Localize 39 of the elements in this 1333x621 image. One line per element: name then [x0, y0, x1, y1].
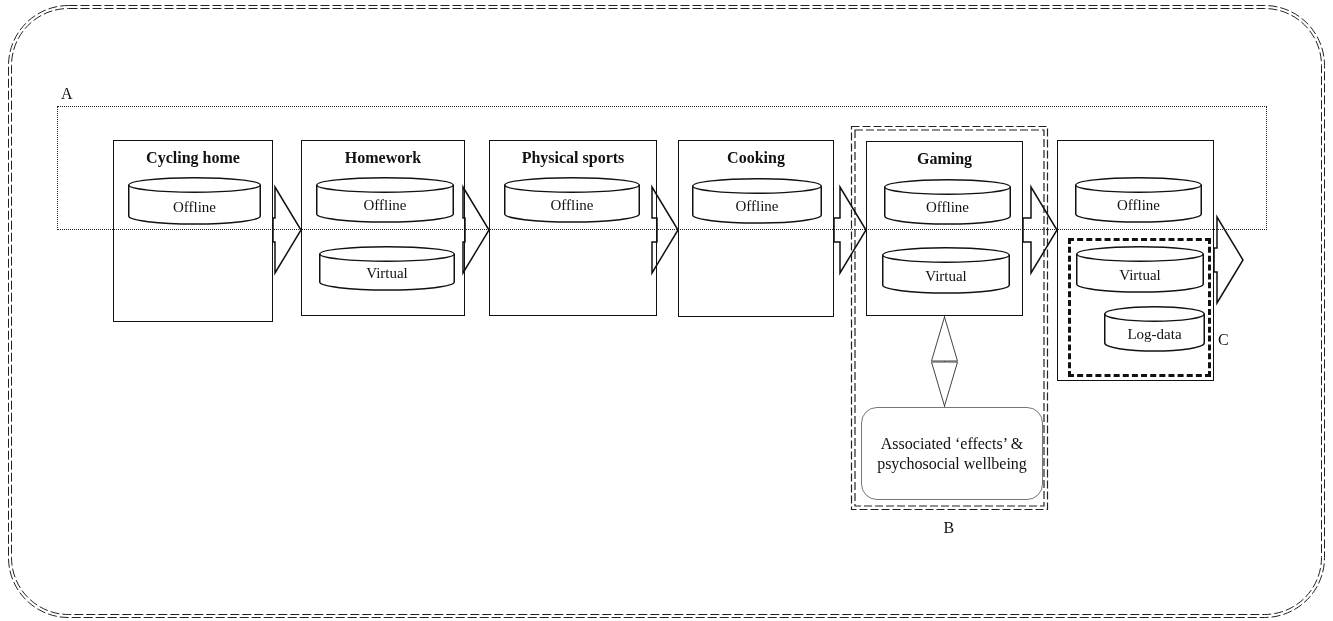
region-label: A — [61, 86, 73, 102]
cylinder-label: Offline — [549, 197, 595, 214]
region-label: C — [1218, 332, 1229, 348]
region-label: B — [943, 520, 955, 536]
database-cylinder — [1104, 306, 1205, 351]
activity-title: Cooking — [726, 149, 786, 167]
activity-box — [489, 140, 657, 316]
rounded-box: Associated ‘effects’ & psychosocial wellbeing — [861, 407, 1043, 500]
cylinder-label: Virtual — [365, 265, 409, 282]
database-cylinder — [504, 177, 640, 222]
block-arrow — [651, 184, 679, 276]
database-cylinder — [884, 179, 1011, 224]
cylinder-label: Virtual — [1118, 267, 1162, 284]
cylinder-label: Offline — [1115, 197, 1161, 214]
block-arrow — [1022, 184, 1058, 276]
cylinder-label: Offline — [924, 199, 970, 216]
block-arrow — [462, 184, 490, 276]
database-cylinder — [1075, 177, 1202, 222]
block-arrow — [272, 184, 302, 276]
cylinder-label: Offline — [171, 199, 217, 216]
cylinder-label: Offline — [362, 197, 408, 214]
cylinder-label: Virtual — [924, 268, 968, 285]
activity-title: Physical sports — [520, 149, 626, 167]
block-arrow — [833, 184, 867, 276]
cylinder-label: Offline — [734, 198, 780, 215]
activity-title: Cycling home — [145, 149, 241, 167]
block-arrow — [1213, 214, 1244, 306]
database-cylinder — [882, 247, 1010, 293]
activity-box — [113, 140, 273, 322]
double-headed-arrow — [931, 315, 958, 408]
database-cylinder — [692, 178, 822, 223]
activity-title: Gaming — [915, 150, 974, 168]
cylinder-label: Log-data — [1126, 326, 1183, 343]
database-cylinder — [319, 246, 455, 290]
database-cylinder — [1076, 246, 1204, 292]
database-cylinder — [316, 177, 454, 222]
database-cylinder — [128, 177, 261, 224]
activity-title: Homework — [343, 149, 423, 167]
activity-box — [678, 140, 834, 317]
